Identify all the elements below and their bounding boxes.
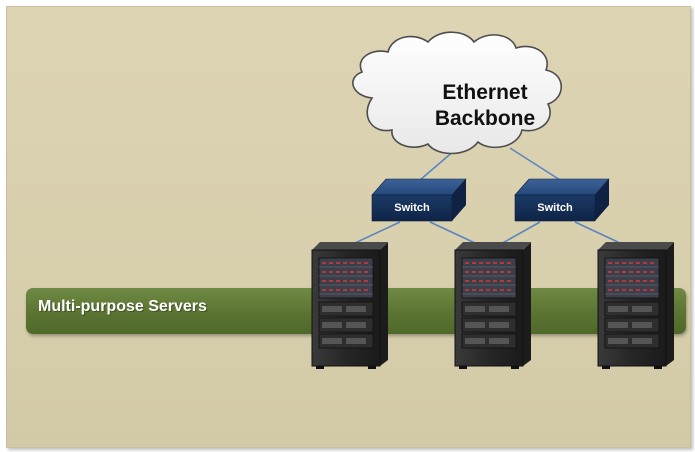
cloud-to-switch-1-line xyxy=(419,149,456,181)
switch-2-label: Switch xyxy=(537,202,573,214)
server-rack-2-icon xyxy=(454,241,532,370)
cloud-label-line-1: Ethernet xyxy=(442,81,528,104)
cloud-label-line-2: Backbone xyxy=(434,107,536,130)
server-rack-1-icon xyxy=(311,241,389,370)
switch-1-icon: Switch xyxy=(371,178,467,222)
server-group-label: Multi-purpose Servers xyxy=(38,298,207,315)
switch-2-icon: Switch xyxy=(514,178,610,222)
cloud-to-switch-2-line xyxy=(509,147,561,181)
diagram-background xyxy=(6,6,691,448)
server-rack-3-icon xyxy=(597,241,675,370)
switch-1-label: Switch xyxy=(394,202,430,214)
cloud-icon xyxy=(352,31,563,155)
